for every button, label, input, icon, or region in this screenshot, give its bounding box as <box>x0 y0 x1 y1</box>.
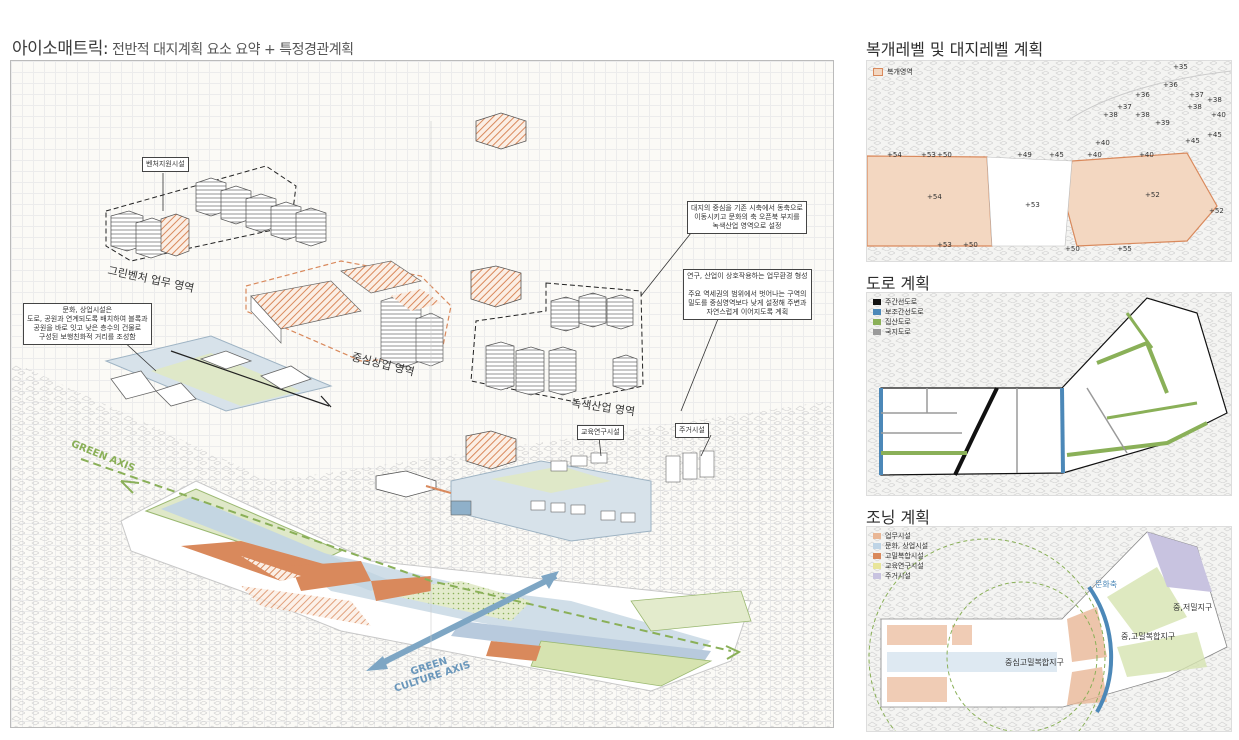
legend-cover-area: 복개영역 <box>887 68 913 76</box>
zoning-panel-title: 조닝 계획 <box>866 508 930 527</box>
ground-plan <box>120 480 752 692</box>
zoning-map <box>867 527 1231 731</box>
central-commerce-zone <box>245 260 452 368</box>
road-legend: 주간선도로 보조간선도로 집산도로 국지도로 <box>873 297 924 337</box>
elevation-map <box>867 61 1231 261</box>
culture-axis-line <box>374 573 558 669</box>
legend-housing: 주거시설 <box>885 572 911 580</box>
elevation-panel-title: 복개레벨 및 대지레벨 계획 <box>866 40 1044 59</box>
zoning-legend: 업무시설 문화, 상업시설 고밀복합시설 교육연구시설 주거시설 <box>873 531 928 581</box>
green-axis-arrowhead <box>725 645 742 660</box>
road-panel: 주간선도로 보조간선도로 집산도로 국지도로 <box>866 292 1232 496</box>
green-venture-zone <box>105 165 327 262</box>
road-panel-title: 도로 계획 <box>866 274 930 293</box>
isometric-diagram: 벤처지원시설 대지의 중심을 기존 시축에서 동축으로 이동시키고 문화의 축 … <box>10 60 834 728</box>
legend-arterial: 주간선도로 <box>885 298 918 306</box>
leader-lines <box>120 173 719 457</box>
note-culture-commerce: 문화, 상업시설은 도로, 공원과 연계되도록 배치하여 블록과 공원을 바로 … <box>23 303 152 345</box>
research-housing-platform <box>375 430 715 542</box>
green-axis-arrow-start <box>120 480 140 494</box>
legend-mixed: 고밀복합시설 <box>885 552 924 560</box>
legend-sub-arterial: 보조간선도로 <box>885 308 924 316</box>
note-support-facility: 벤처지원시설 <box>142 157 189 172</box>
note-research: 교육연구시설 <box>577 425 624 440</box>
note-green-industry: 대지의 중심을 기존 시축에서 동축으로 이동시키고 문화의 축 오픈북 부지를… <box>687 201 807 234</box>
page-title: 아이소매트릭: 전반적 대지계획 요소 요약 + 특정경관계획 <box>12 39 354 59</box>
central-mixed-label: 중심고밀복합지구 <box>1005 658 1064 667</box>
road-map <box>867 293 1231 495</box>
elevation-legend: 복개영역 <box>873 67 913 77</box>
isometric-svg <box>11 112 831 727</box>
landmark-building <box>475 112 527 150</box>
legend-research: 교육연구시설 <box>885 562 924 570</box>
legend-culture: 문화, 상업시설 <box>885 542 929 550</box>
mid-mixed-label: 중,고밀복합지구 <box>1121 632 1176 641</box>
culture-axis-label-zoning: 문화축 <box>1095 580 1118 589</box>
mid-residential-label: 중,저밀지구 <box>1173 603 1213 612</box>
culture-commerce-platform <box>104 335 333 412</box>
elevation-panel: 복개영역 +35 +36 +36 +37 +38 +37 +38 +38 +38… <box>866 60 1232 262</box>
legend-local: 국지도로 <box>885 328 911 336</box>
legend-collector: 집산도로 <box>885 318 911 326</box>
note-live-work: 연구, 산업이 상호작용하는 업무환경 형성 주요 역세권의 범위에서 벗어나는… <box>683 269 812 320</box>
zoning-panel: 업무시설 문화, 상업시설 고밀복합시설 교육연구시설 주거시설 문화축 중,저… <box>866 526 1232 732</box>
green-industry-zone <box>470 282 644 402</box>
office-building <box>470 265 522 308</box>
note-housing: 주거시설 <box>675 423 709 438</box>
legend-office: 업무시설 <box>885 532 911 540</box>
